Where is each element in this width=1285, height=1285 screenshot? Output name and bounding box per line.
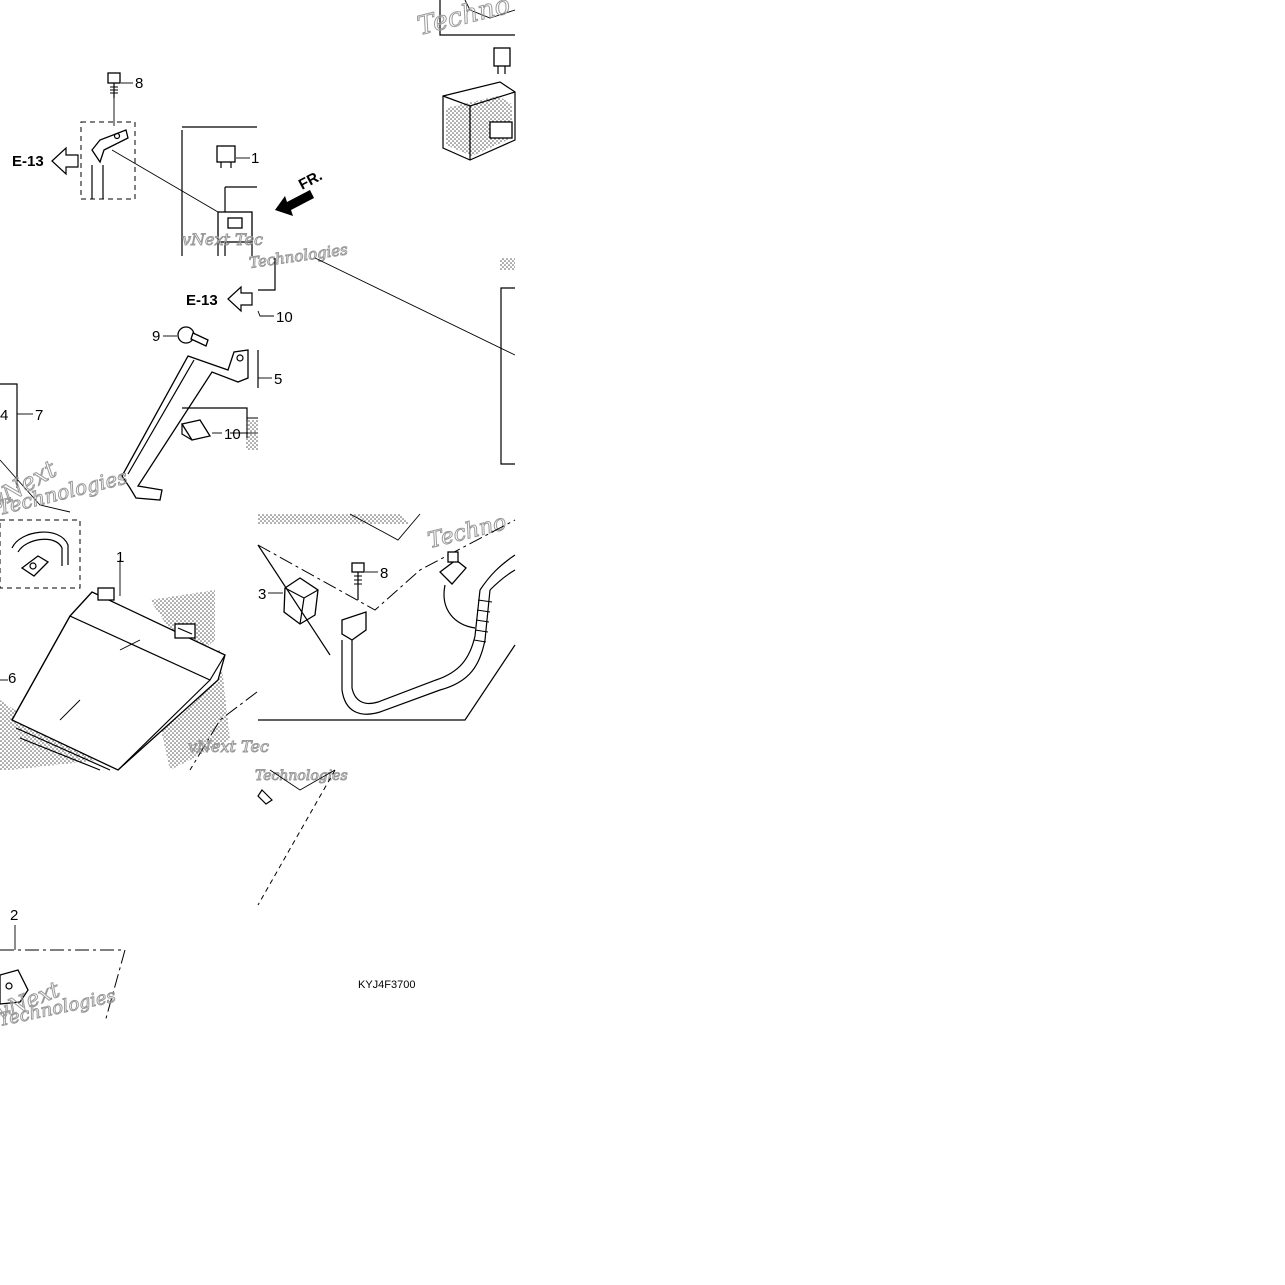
watermark-text: Technologies — [255, 768, 348, 784]
callout-label: 4 — [0, 407, 8, 424]
callout-label: 10 — [224, 426, 241, 443]
callout-label: 1 — [251, 150, 259, 167]
battery-1 — [11, 587, 226, 771]
reference-arrow-icon — [227, 285, 253, 313]
callout-label: 8 — [135, 75, 143, 92]
watermark-text: vNext Tec — [188, 737, 269, 756]
terminal-cover-3 — [283, 577, 319, 625]
left-mid-tile: 4 7 vNext Technologies — [0, 383, 130, 520]
callout-label: 7 — [35, 407, 43, 424]
fuse-1 — [216, 145, 236, 168]
battery-tile: 1 6 vNext Tec — [0, 519, 269, 771]
watermark-text: vNext Tec — [182, 230, 263, 249]
reference-label: E-13 — [186, 292, 218, 309]
relay-connector-top — [493, 47, 511, 74]
watermark-text: Techno — [425, 510, 509, 554]
callout-label: 8 — [380, 565, 388, 582]
front-direction-arrow-icon — [275, 190, 314, 216]
callout-label: 5 — [274, 371, 282, 388]
diagram-code: KYJ4F3700 — [358, 979, 415, 991]
top-left-tile: 8 E-13 1 — [12, 72, 325, 256]
bolt-8-bottom — [351, 562, 365, 600]
middle-tile: Technologies E-13 10 9 5 — [121, 240, 516, 501]
callout-label: 2 — [10, 907, 18, 924]
top-right-tile: Techno — [414, 0, 516, 161]
callout-label: 6 — [8, 670, 16, 687]
rubber-pad-7 — [180, 419, 212, 441]
direction-label: FR. — [296, 167, 325, 193]
relay-connector — [217, 211, 253, 256]
callout-label: 10 — [276, 309, 293, 326]
cable-tile: Techno 3 8 — [257, 510, 516, 721]
detail-box — [80, 121, 136, 200]
terminal-cable-detail — [11, 531, 69, 577]
callout-label: 9 — [152, 328, 160, 345]
battery-cable — [341, 551, 516, 715]
detail-box — [0, 519, 81, 589]
terminal-clamp — [91, 129, 129, 199]
battery-bracket-5 — [121, 349, 249, 501]
reference-label: E-13 — [12, 153, 44, 170]
callout-label: 1 — [116, 549, 124, 566]
bottom-left-tile: 2 vNext Technologies — [0, 907, 118, 1031]
callout-label: 3 — [258, 586, 266, 603]
bolt-8-top — [107, 72, 121, 98]
relay-housing — [442, 81, 516, 161]
reference-arrow-icon — [51, 146, 79, 176]
bolt-9 — [177, 326, 209, 347]
lower-mid-tile: Technologies — [0, 768, 348, 1023]
